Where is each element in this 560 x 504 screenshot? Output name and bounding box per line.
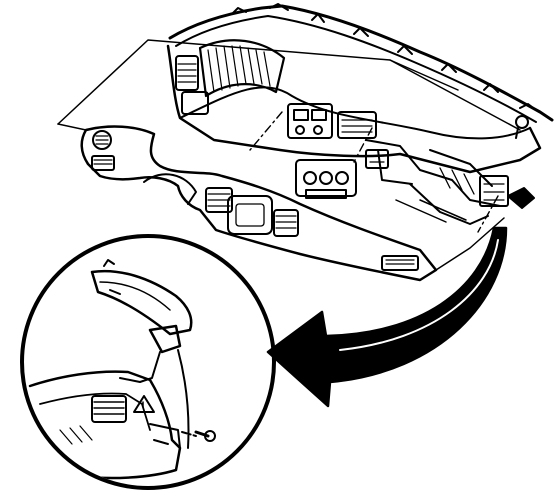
detail-trim-inner: [99, 281, 171, 311]
detail-trim-clip: [103, 259, 121, 295]
trim-back-edge: [57, 123, 505, 271]
arrow-highlight: [339, 239, 499, 351]
detail-contents: [28, 259, 216, 480]
detail-vent: [91, 395, 127, 423]
callout-arrow: [266, 226, 508, 408]
detail-warning-triangle: [133, 395, 155, 413]
dash-top-ridge: [168, 4, 554, 122]
ridge-detail: [231, 3, 537, 111]
detail-screw: [181, 430, 216, 442]
detail-bracket: [148, 324, 182, 354]
magnifier-ring: [20, 234, 276, 490]
detail-callout-circle: [20, 234, 276, 490]
dash-front-lip: [179, 86, 531, 140]
instrument-panel-assembly: [57, 3, 554, 282]
detail-dash-structure: [28, 370, 182, 480]
detail-bracket-stem: [119, 351, 161, 383]
detail-lower-bracket: [149, 423, 181, 449]
dash-top-ridge-inner: [175, 15, 537, 123]
trim-vents: [91, 130, 419, 271]
cluster-hood-hatch: [207, 45, 271, 93]
detail-hatch: [39, 425, 93, 461]
back-plane: [57, 39, 459, 125]
detail-wall-edge: [177, 349, 190, 449]
lower-trim-panel: [80, 125, 438, 282]
detail-trim-panel: [90, 269, 193, 336]
trim-cutout: [143, 173, 197, 205]
cluster-hood: [198, 39, 286, 98]
arrow-body: [266, 226, 508, 408]
detail-dash-inner: [39, 392, 151, 431]
center-stack: [287, 103, 377, 199]
left-vent: [175, 55, 209, 115]
right-under-dash: [365, 115, 535, 225]
alignment-lines: [249, 111, 499, 233]
dash-body: [166, 44, 542, 174]
back-plane-right: [389, 59, 521, 131]
